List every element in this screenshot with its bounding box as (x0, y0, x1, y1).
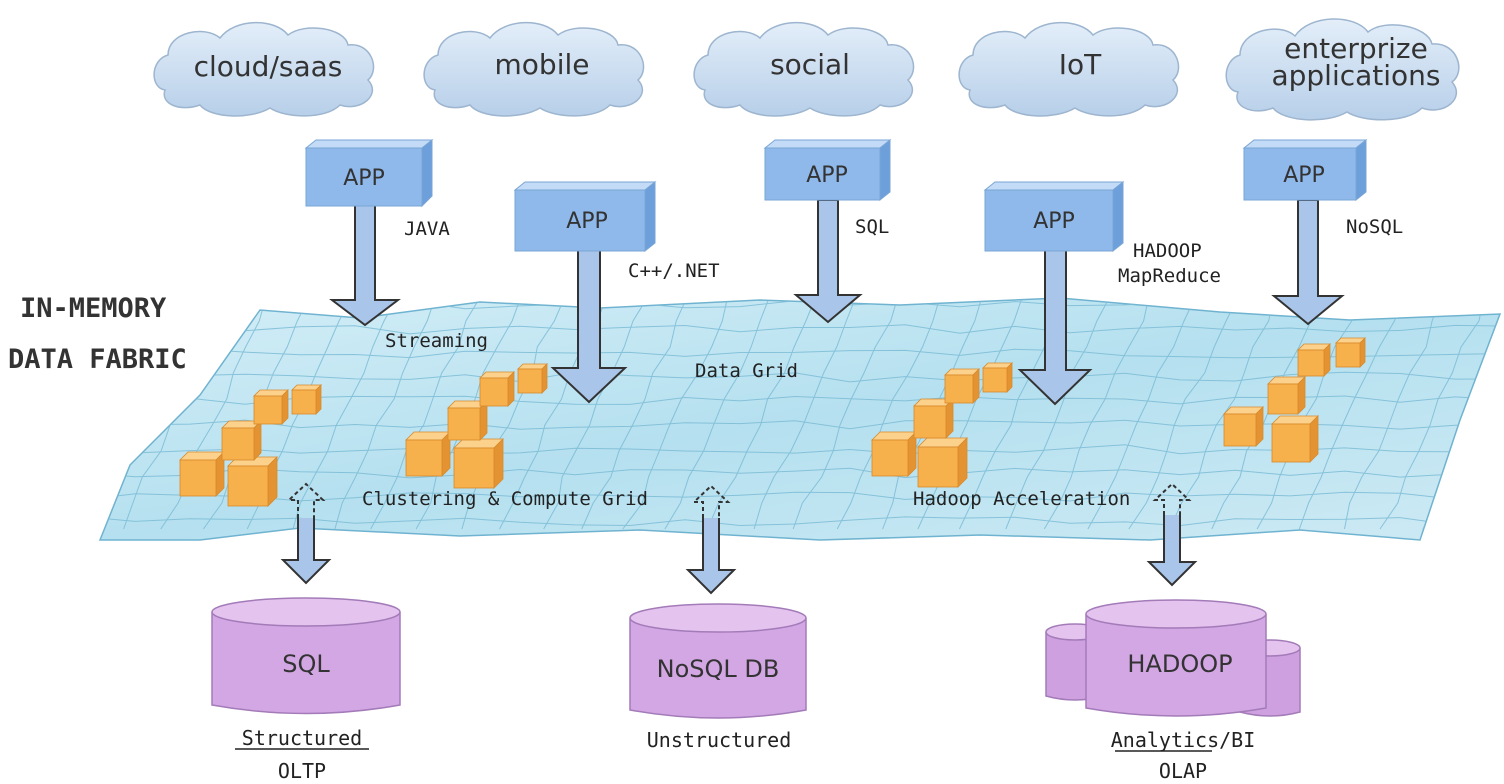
caption-olap: OLAP (1159, 759, 1207, 783)
app-label: APP (343, 166, 385, 191)
cube (917, 437, 968, 488)
cube (1223, 406, 1264, 447)
cloud-enterprize-applications: enterprize applications (1225, 18, 1460, 121)
lang-label-hadoop-line2: MapReduce (1118, 265, 1221, 287)
fabric-label-hadoop-acceleration: Hadoop Acceleration (913, 488, 1130, 510)
title-line2: DATA FABRIC (8, 344, 187, 375)
app-label: APP (1283, 163, 1325, 188)
cube (405, 431, 451, 477)
app-box-java: APP (304, 138, 434, 208)
lang-label-hadoop: HADOOP (1133, 240, 1202, 262)
cloud-label: social (770, 48, 850, 81)
database-hadoop: HADOOP (1045, 599, 1301, 717)
cube (227, 456, 278, 507)
caption-structured: Structured (242, 726, 362, 750)
lang-label-cpp: C++/.NET (628, 260, 720, 282)
cloud-social: social (693, 21, 915, 117)
cube (179, 451, 225, 497)
cube (871, 431, 917, 477)
cube (1335, 337, 1366, 368)
cloud-iot: IoT (958, 21, 1180, 117)
caption-sql: Structured OLTP (235, 726, 369, 783)
fabric-label-streaming: Streaming (385, 330, 488, 352)
cube (253, 389, 289, 425)
caption-nosql: Unstructured (647, 728, 792, 752)
down-arrow-nosql (1271, 199, 1345, 326)
cube (479, 371, 515, 407)
cube (1271, 415, 1319, 463)
app-box-sql: APP (763, 138, 892, 202)
app-label: APP (1033, 209, 1075, 234)
database-sql: SQL (211, 597, 401, 715)
lang-label-java: JAVA (404, 218, 450, 240)
cube (913, 398, 954, 439)
bidirectional-arrow-sql (280, 482, 332, 585)
db-label: HADOOP (1127, 650, 1232, 678)
title-line1: IN-MEMORY (20, 293, 167, 324)
caption-unstructured: Unstructured (647, 728, 792, 752)
lang-label-nosql: NoSQL (1346, 216, 1403, 238)
app-label: APP (806, 163, 848, 188)
cube (221, 420, 262, 461)
lang-label-sql: SQL (855, 216, 889, 238)
bidirectional-arrow-nosql (685, 484, 737, 595)
fabric-label-data-grid: Data Grid (695, 360, 798, 382)
cloud-label: enterprize (1284, 32, 1428, 65)
caption-hadoop: Analytics/BI OLAP (1111, 728, 1256, 783)
cube (982, 362, 1013, 393)
caption-analytics-bi: Analytics/BI (1111, 728, 1256, 752)
app-box-cpp: APP (513, 180, 657, 253)
app-label: APP (566, 209, 608, 234)
app-box-nosql: APP (1242, 138, 1368, 202)
database-nosql: NoSQL DB (629, 603, 807, 719)
down-arrow-java (329, 204, 401, 327)
down-arrow-hadoop (1017, 249, 1093, 406)
app-box-hadoop: APP (983, 180, 1125, 253)
cloud-cloud-saas: cloud/saas (153, 21, 375, 117)
cube (517, 363, 548, 394)
caption-oltp: OLTP (278, 759, 326, 783)
cube (453, 438, 504, 489)
bidirectional-arrow-hadoop (1146, 482, 1198, 587)
cloud-label-line2: applications (1271, 59, 1440, 92)
fabric-label-clustering: Clustering & Compute Grid (362, 488, 648, 510)
db-label: NoSQL DB (657, 655, 780, 683)
cube (291, 384, 322, 415)
cube (944, 368, 980, 404)
cube (1267, 376, 1306, 415)
cloud-label: cloud/saas (194, 50, 343, 83)
cloud-label: IoT (1059, 48, 1102, 81)
cube (447, 400, 488, 441)
cloud-label: mobile (495, 48, 590, 81)
cube-clusters (179, 337, 1366, 507)
down-arrow-sql (793, 199, 863, 324)
cloud-mobile: mobile (423, 21, 645, 117)
down-arrow-cpp (550, 249, 628, 404)
cube (1297, 343, 1331, 377)
db-label: SQL (282, 650, 330, 678)
